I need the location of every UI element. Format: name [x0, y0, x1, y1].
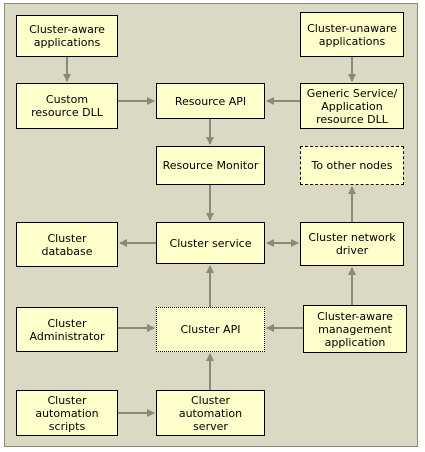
- node-to-other-nodes: To other nodes: [300, 146, 404, 185]
- node-cluster-aware-management-application: Cluster-aware management application: [303, 305, 407, 353]
- node-cluster-automation-scripts: Cluster automation scripts: [16, 390, 118, 436]
- node-cluster-unaware-applications: Cluster-unaware applications: [300, 12, 404, 57]
- node-cluster-api: Cluster API: [156, 307, 265, 352]
- node-cluster-database: Cluster database: [16, 222, 118, 267]
- node-cluster-automation-server: Cluster automation server: [156, 390, 265, 436]
- node-resource-monitor: Resource Monitor: [156, 146, 265, 185]
- node-resource-api: Resource API: [156, 83, 265, 119]
- node-generic-service-dll: Generic Service/ Application resource DL…: [300, 83, 404, 129]
- node-cluster-administrator: Cluster Administrator: [16, 307, 118, 352]
- node-cluster-aware-applications: Cluster-aware applications: [16, 15, 118, 57]
- node-cluster-network-driver: Cluster network driver: [300, 222, 404, 266]
- node-custom-resource-dll: Custom resource DLL: [16, 83, 118, 129]
- node-cluster-service: Cluster service: [156, 222, 265, 264]
